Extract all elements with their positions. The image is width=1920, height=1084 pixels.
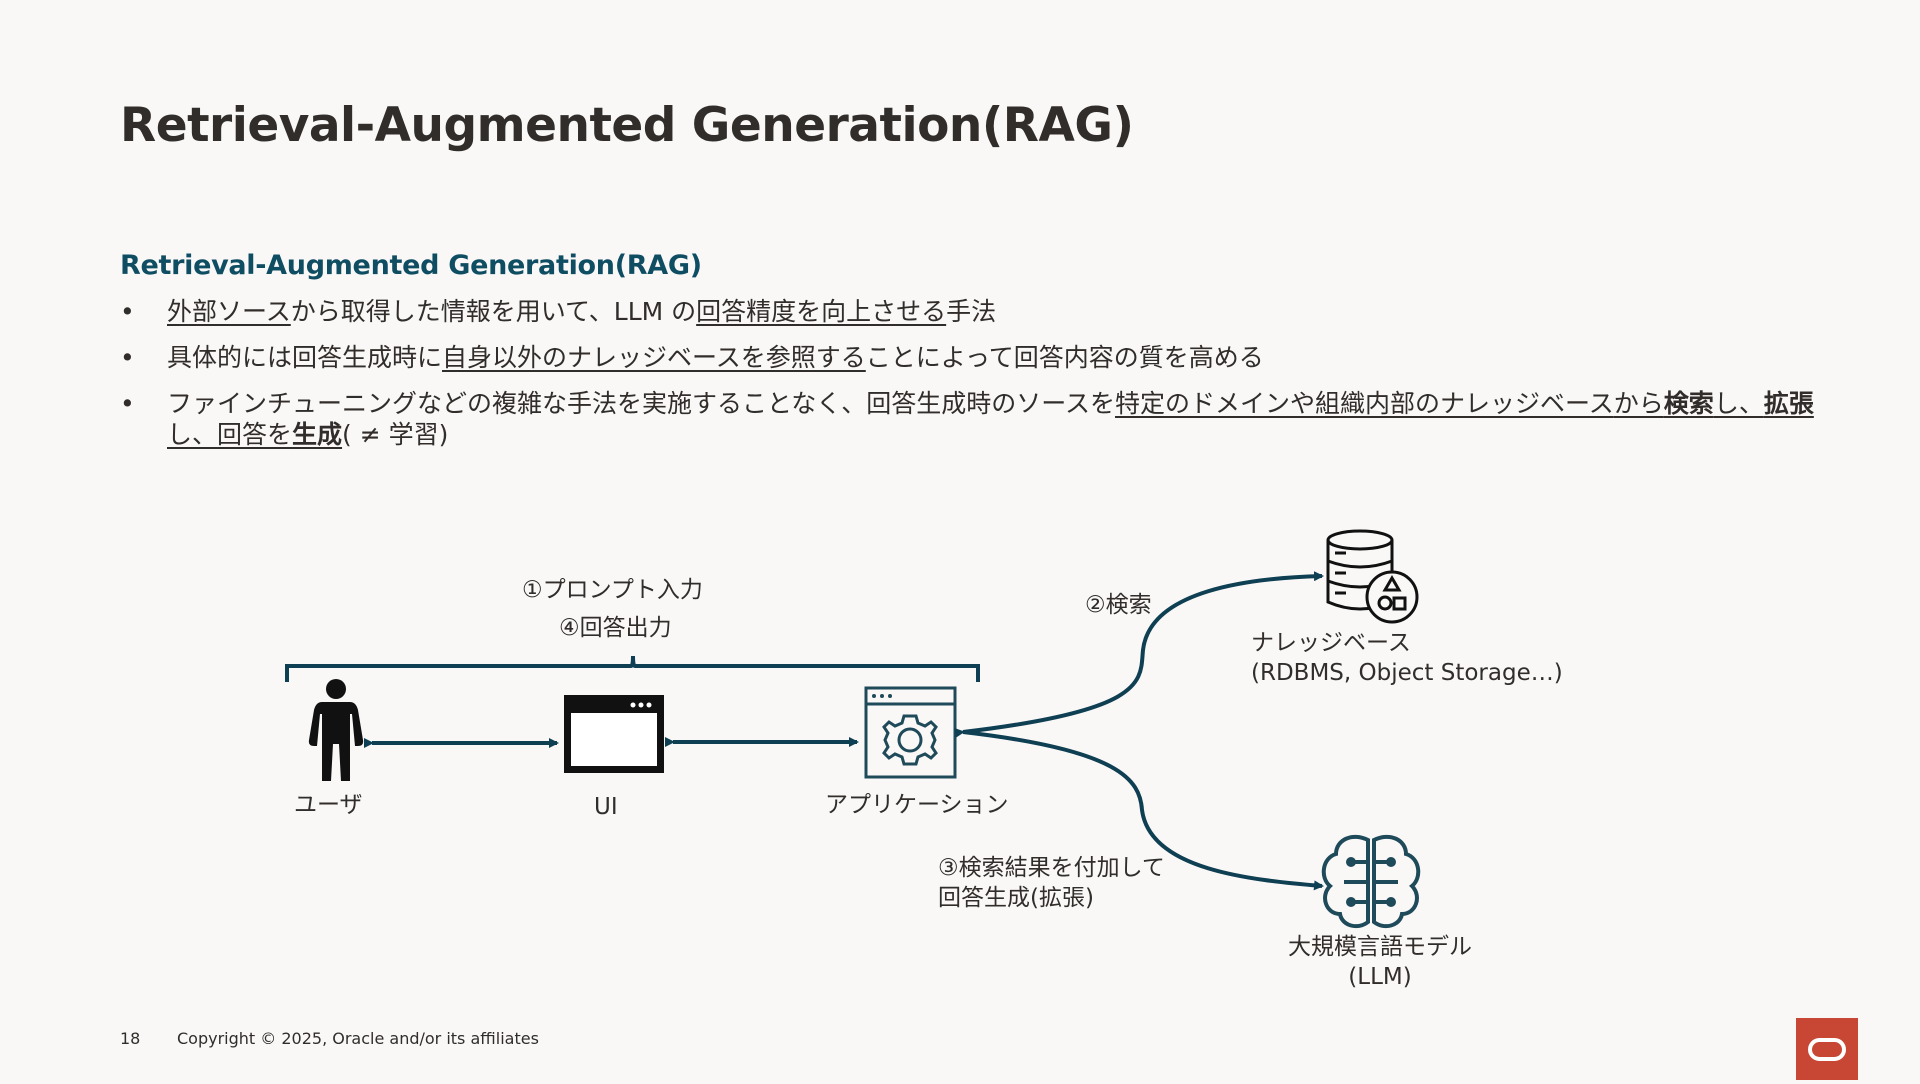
bullet-text-underlined: し、 (167, 420, 218, 449)
generate-arrow (962, 730, 1324, 891)
oracle-logo-icon (1808, 1038, 1846, 1061)
bullet-text: 具体的には回答生成時に (167, 343, 443, 372)
search-arrow (954, 571, 1324, 738)
bullet-text: ( ≠ 学習) (342, 420, 449, 449)
llm-line2: (LLM) (1348, 964, 1412, 990)
bullet-marker: • (120, 343, 135, 372)
bullet-marker: • (120, 297, 135, 326)
bullet-text: 手法 (946, 297, 997, 326)
bullet-marker: • (120, 389, 135, 418)
knowledge-base-label: ナレッジベース (RDBMS, Object Storage…) (1251, 628, 1563, 688)
database-icon (1326, 529, 1419, 624)
bullet-text-underlined: 回答精度を向上させる (696, 297, 947, 326)
oracle-logo (1796, 1018, 1858, 1080)
step3-line1: ③検索結果を付加して (938, 855, 1165, 881)
ui-label: UI (594, 794, 618, 820)
bullet-text: ことによって回答内容の質を高める (865, 343, 1264, 372)
section-heading: Retrieval-Augmented Generation(RAG) (120, 250, 702, 281)
page-number: 18 (120, 1029, 141, 1048)
llm-line1: 大規模言語モデル (1288, 934, 1472, 960)
bullet-text: から取得した情報を用いて、LLM の (290, 297, 697, 326)
application-gear-icon (864, 686, 957, 779)
bullet-text-bold: 拡張 (1763, 389, 1814, 418)
bullet-text: ファインチューニングなどの複雑な手法を実施することなく、回答生成時のソースを (167, 389, 1116, 418)
step3-label: ③検索結果を付加して 回答生成(拡張) (938, 853, 1165, 913)
user-icon (308, 679, 364, 781)
copyright-notice: Copyright © 2025, Oracle and/or its affi… (177, 1029, 539, 1048)
bullet-text-bold: 検索 (1663, 389, 1714, 418)
bullet-text-underlined: 特定のドメインや組織内部のナレッジベース (1115, 389, 1614, 418)
knowledge-base-line2: (RDBMS, Object Storage…) (1251, 660, 1563, 686)
bullet-item: • 外部ソースから取得した情報を用いて、LLM の回答精度を向上させる手法 (120, 296, 1820, 327)
application-label: アプリケーション (825, 792, 1009, 818)
group-bracket (285, 655, 980, 682)
bullet-text-bold: 生成 (292, 420, 343, 449)
brain-icon (1321, 834, 1421, 929)
bullet-text-underlined: から (1613, 389, 1664, 418)
bullet-item: • 具体的には回答生成時に自身以外のナレッジベースを参照することによって回答内容… (120, 342, 1820, 373)
slide-title: Retrieval-Augmented Generation(RAG) (120, 98, 1134, 153)
bullet-text-underlined: 外部ソース (167, 297, 291, 326)
step1-label: ①プロンプト入力 (522, 577, 703, 603)
bullet-list: • 外部ソースから取得した情報を用いて、LLM の回答精度を向上させる手法 • … (120, 296, 1820, 465)
ui-window-icon (564, 695, 664, 773)
knowledge-base-line1: ナレッジベース (1251, 630, 1411, 656)
llm-label: 大規模言語モデル (LLM) (1288, 932, 1472, 992)
step2-label: ②検索 (1085, 592, 1152, 618)
step3-line2: 回答生成(拡張) (938, 885, 1094, 911)
bullet-text-underlined: し、 (1713, 389, 1764, 418)
user-label: ユーザ (294, 792, 363, 818)
bullet-text-underlined: 回答を (217, 420, 293, 449)
step4-label: ④回答出力 (559, 615, 672, 641)
bullet-text-underlined: 自身以外のナレッジベースを参照する (442, 343, 866, 372)
bullet-item: • ファインチューニングなどの複雑な手法を実施することなく、回答生成時のソースを… (120, 388, 1820, 450)
